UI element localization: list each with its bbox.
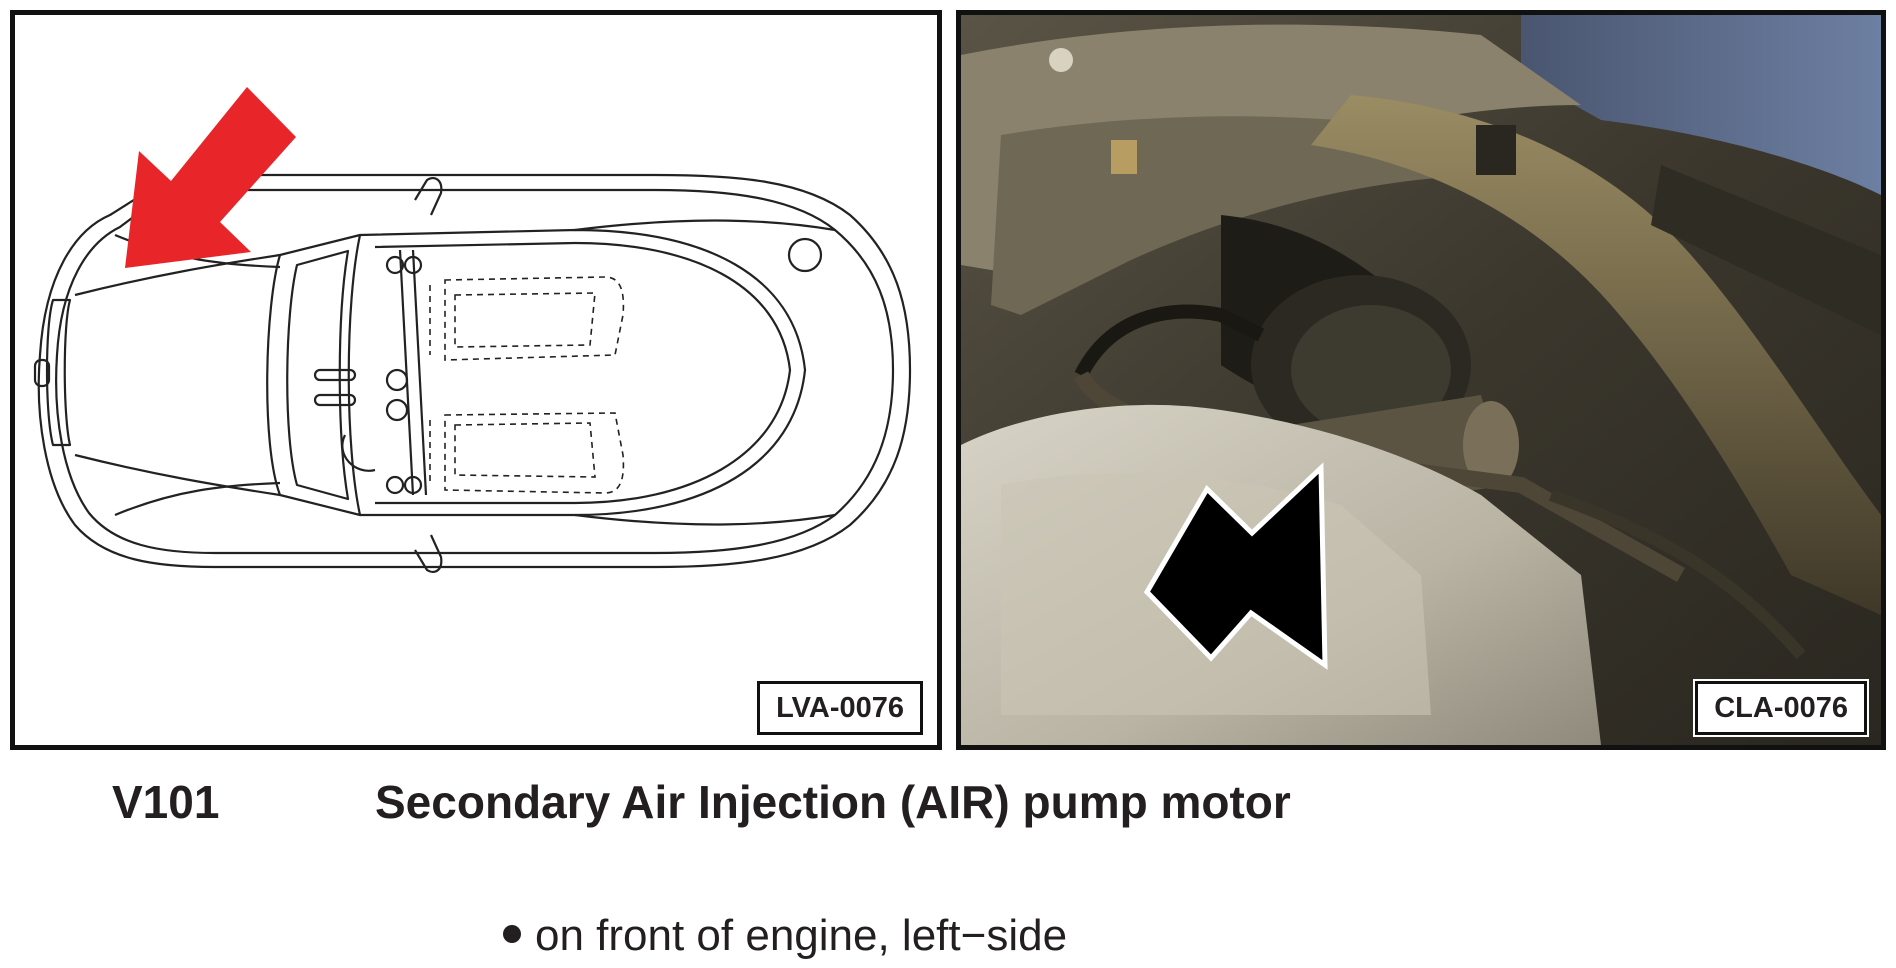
right-figure-reference: CLA-0076	[1695, 681, 1867, 735]
location-note: on front of engine, left−side	[503, 906, 1067, 966]
engine-bay-photo: CLA-0076	[956, 10, 1886, 750]
engine-bay-illustration	[961, 15, 1881, 745]
car-top-view-drawing	[33, 87, 912, 573]
component-code: V101	[112, 776, 220, 828]
red-locator-arrow-icon	[125, 87, 296, 268]
vehicle-locator-diagram: LVA-0076	[10, 10, 942, 750]
location-note-text: on front of engine, left−side	[535, 911, 1068, 960]
black-pointer-arrow-icon	[1143, 462, 1328, 670]
left-figure-reference: LVA-0076	[757, 681, 923, 735]
component-name: Secondary Air Injection (AIR) pump motor	[375, 776, 1291, 828]
bullet-icon	[503, 925, 521, 944]
